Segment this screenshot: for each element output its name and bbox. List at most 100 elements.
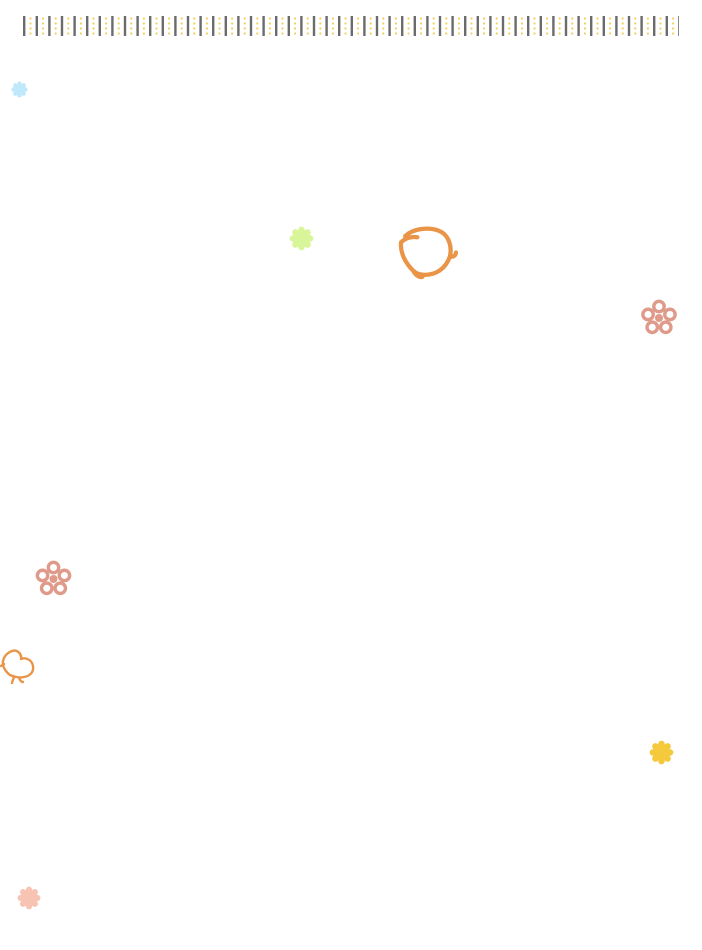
border-dot — [621, 17, 624, 20]
border-bar — [98, 16, 101, 36]
border-bar — [149, 16, 152, 36]
border-dot — [407, 32, 410, 35]
bird-outline-icon — [0, 649, 35, 684]
flower-center — [655, 746, 668, 759]
border-dot — [79, 27, 82, 30]
border-bar — [338, 16, 341, 36]
border-dot — [231, 22, 234, 25]
border-dot — [457, 32, 460, 35]
bird-outline-icon — [398, 226, 458, 280]
border-dot — [596, 17, 599, 20]
border-bar — [312, 16, 316, 36]
border-dot — [558, 32, 561, 35]
border-dot — [54, 22, 57, 25]
border-dot — [357, 22, 360, 25]
petal — [35, 568, 50, 583]
border-bar — [48, 16, 51, 36]
border-dot — [180, 27, 183, 30]
border-dot — [243, 32, 246, 35]
border-dot — [495, 22, 498, 25]
border-dot — [54, 27, 57, 30]
border-dot — [621, 27, 624, 30]
border-dot — [319, 32, 322, 35]
border-bar — [438, 16, 442, 36]
border-dot — [67, 22, 70, 25]
border-bar — [212, 16, 215, 36]
border-dot — [445, 22, 448, 25]
flower-center — [655, 314, 663, 322]
border-dot — [571, 32, 574, 35]
border-dot — [634, 32, 637, 35]
border-dot — [483, 27, 486, 30]
border-dot — [193, 17, 196, 20]
border-dot — [659, 27, 662, 30]
border-dot — [432, 17, 435, 20]
border-dot — [29, 17, 32, 20]
five-petal-flower-icon — [35, 560, 72, 596]
border-dot — [168, 32, 171, 35]
border-dot — [672, 27, 675, 30]
border-dot — [294, 32, 297, 35]
border-dot — [583, 27, 587, 30]
border-bar — [640, 16, 643, 36]
border-dot — [256, 32, 259, 35]
border-dot — [357, 32, 360, 35]
border-dot — [79, 17, 82, 20]
petal — [53, 581, 68, 596]
border-bar — [275, 16, 278, 36]
border-dot — [294, 22, 297, 25]
border-bar — [363, 16, 366, 36]
border-dot — [546, 22, 549, 25]
flower-center — [295, 232, 308, 245]
border-dot — [231, 27, 234, 30]
border-dot — [407, 22, 410, 25]
border-dot — [596, 27, 599, 30]
border-dot — [281, 17, 284, 20]
border-bar — [413, 16, 416, 36]
border-bar — [615, 16, 618, 36]
border-bar — [564, 16, 568, 36]
border-dot — [672, 17, 675, 20]
petal — [652, 299, 666, 314]
border-dot — [243, 17, 246, 20]
border-dot — [92, 32, 95, 35]
border-dot — [558, 27, 561, 30]
asterisk-flower-icon — [289, 226, 314, 251]
border-dot — [394, 22, 397, 25]
border-dot — [357, 27, 360, 30]
border-bar — [653, 16, 656, 36]
border-dot — [218, 17, 221, 20]
border-bar — [590, 16, 593, 36]
petal — [39, 581, 54, 596]
border-dot — [369, 32, 372, 35]
border-dot — [382, 27, 385, 30]
border-dot — [571, 17, 574, 20]
border-dot — [331, 17, 334, 20]
border-dot — [319, 27, 322, 30]
border-dot — [105, 32, 108, 35]
border-dot — [193, 22, 196, 25]
border-dot — [205, 27, 208, 30]
border-dot — [646, 32, 650, 35]
border-dot — [268, 22, 271, 25]
border-bar — [136, 16, 139, 36]
border-dot — [583, 32, 587, 35]
border-dot — [609, 22, 612, 25]
border-bar — [199, 16, 202, 36]
border-bar — [577, 16, 580, 36]
border-bar — [489, 16, 492, 36]
petal — [645, 320, 660, 335]
border-bar — [186, 16, 190, 36]
border-dot — [331, 32, 334, 35]
border-bar — [350, 16, 353, 36]
border-dot — [142, 22, 145, 25]
border-dot — [609, 27, 612, 30]
border-dot — [445, 27, 448, 30]
border-dot — [394, 17, 397, 20]
asterisk-flower-icon — [649, 740, 674, 765]
border-dot — [243, 27, 246, 30]
border-dot — [420, 17, 423, 20]
border-bar — [60, 16, 64, 36]
border-dot — [281, 27, 284, 30]
border-dot — [495, 32, 498, 35]
